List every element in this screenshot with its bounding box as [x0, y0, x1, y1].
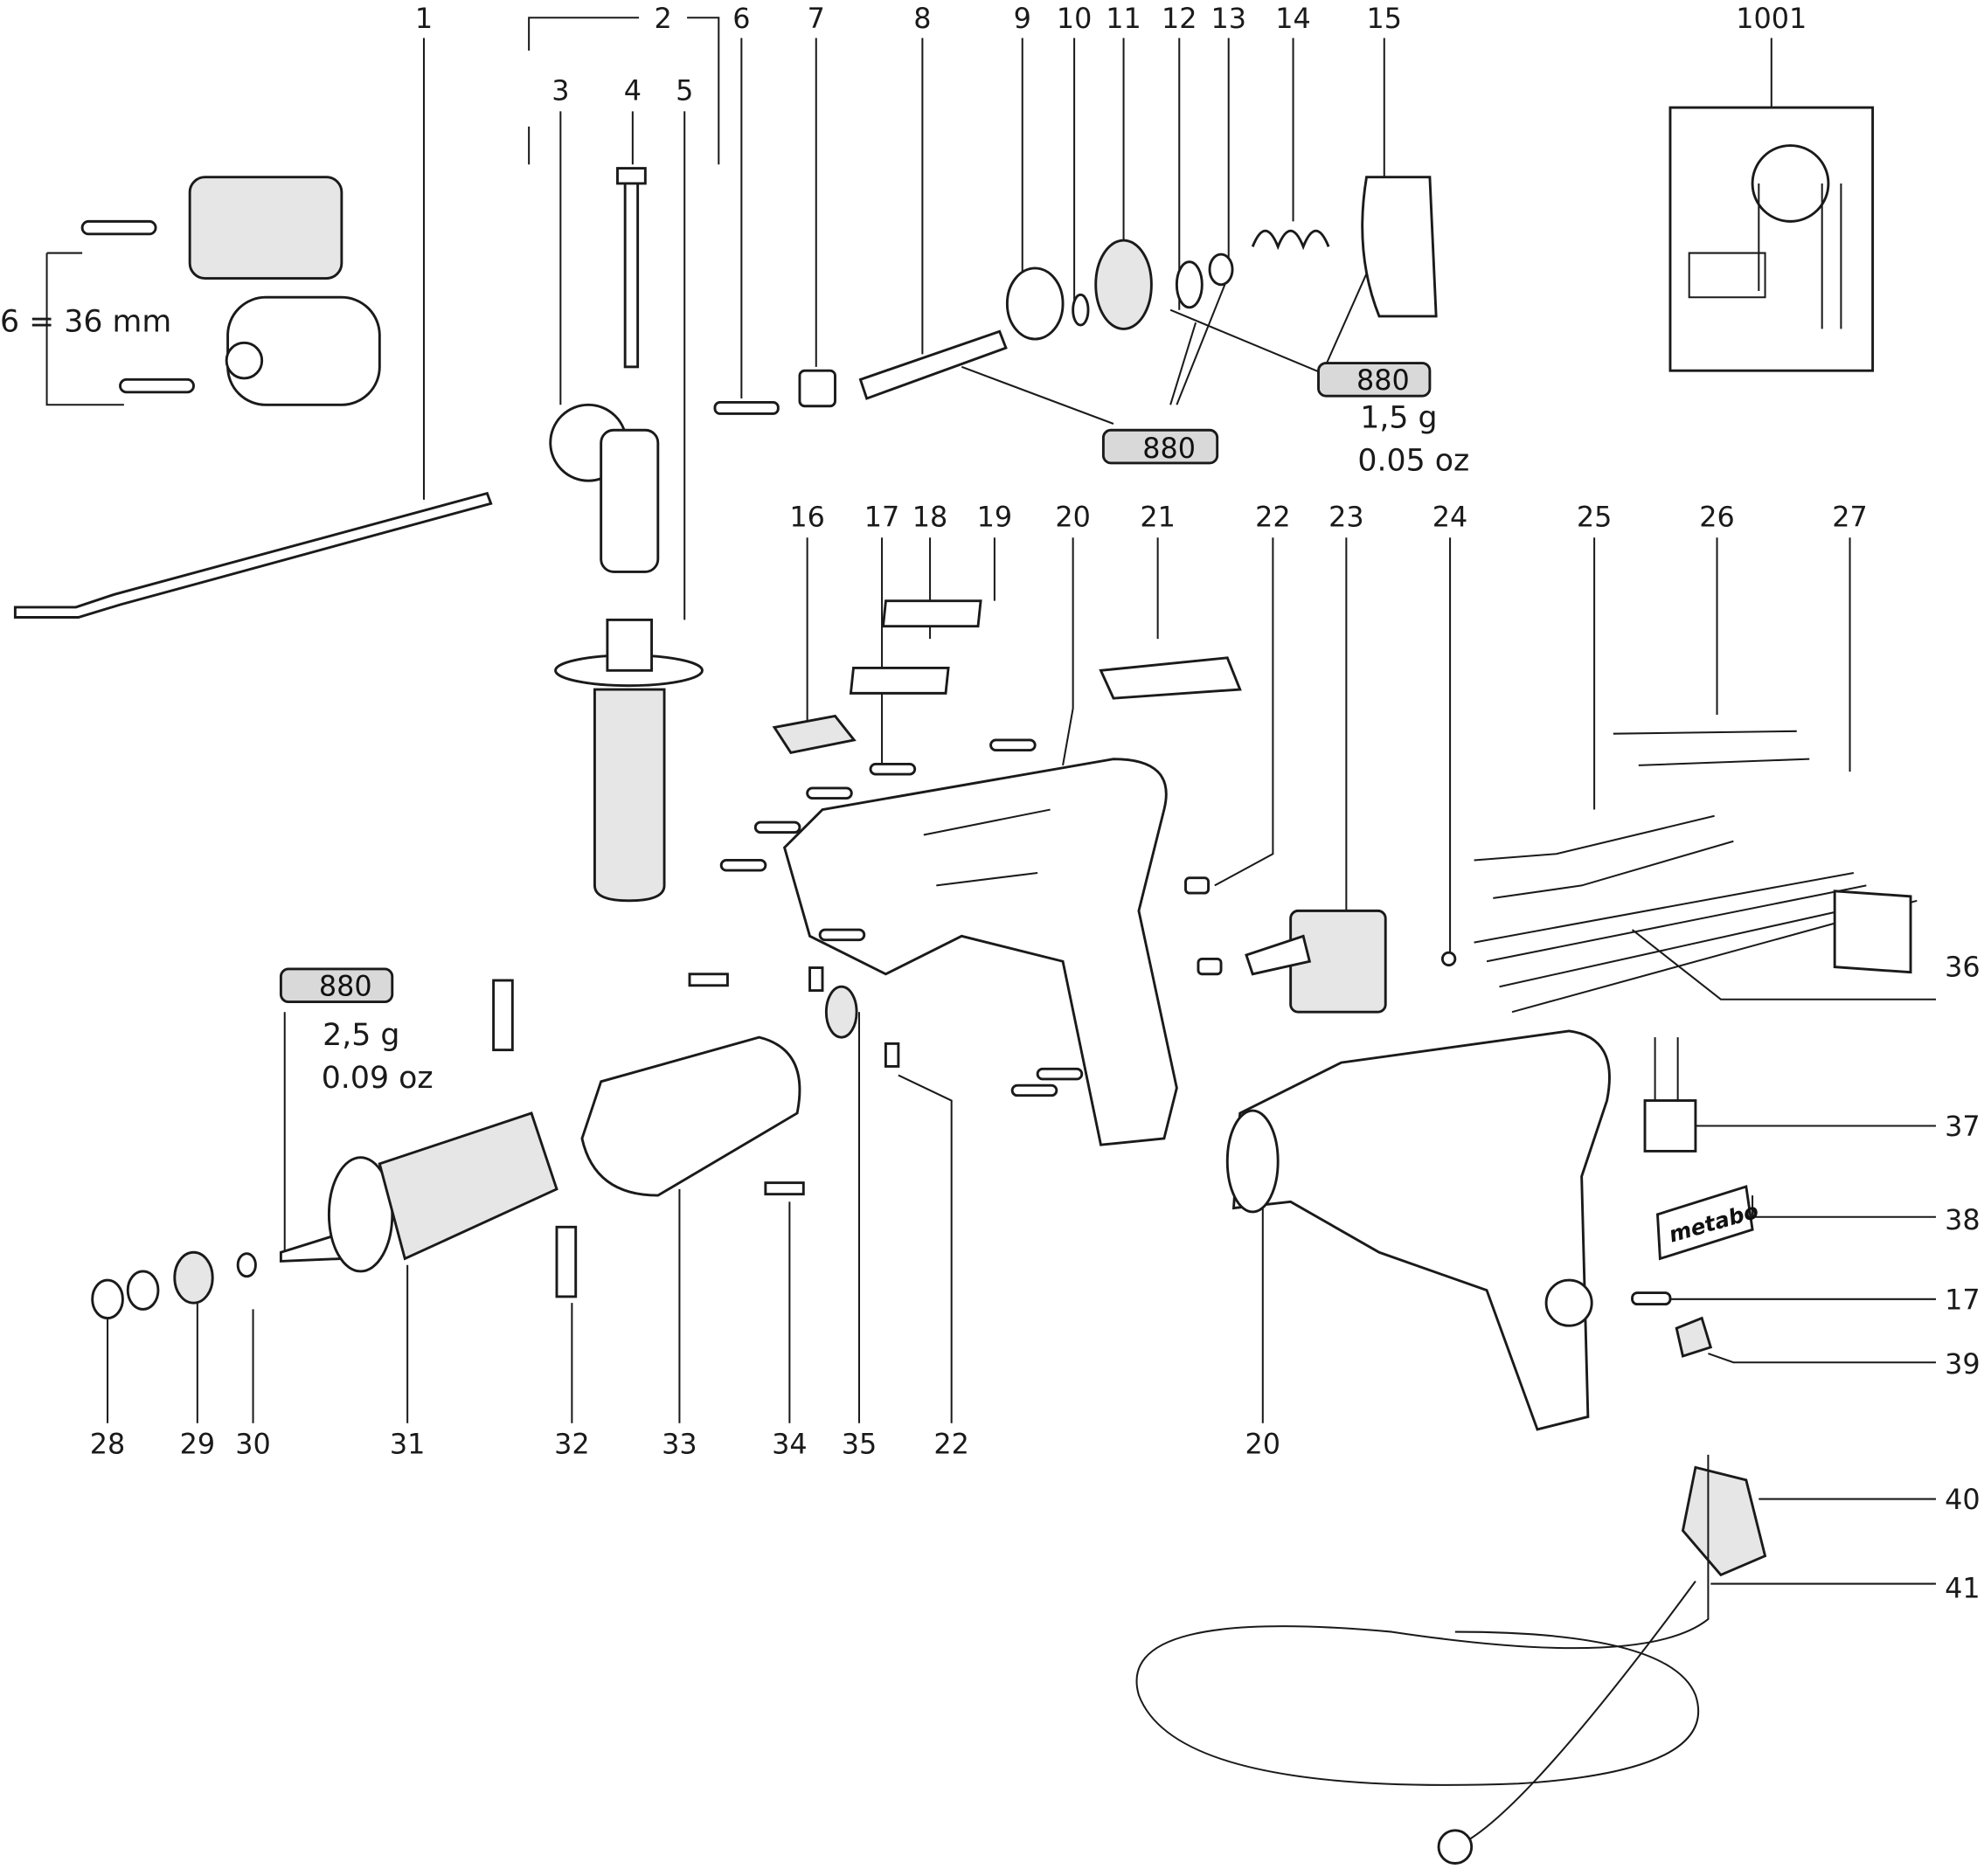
- part-label-2: 2: [654, 2, 671, 35]
- part-label-15: 15: [1367, 2, 1403, 35]
- part-label-3: 3: [551, 73, 569, 107]
- part-label-35: 35: [842, 1427, 878, 1460]
- grease-amount-2-oz: 0.05 oz: [1357, 444, 1469, 479]
- grease-code-3: 880: [319, 969, 372, 1002]
- part-37-suppressor: [1643, 1037, 1697, 1153]
- grease-amount-3-g: 2,5 g: [323, 1018, 399, 1053]
- screws: [719, 738, 1223, 1097]
- part-38-logo-plate: metabo: [1655, 1185, 1761, 1261]
- part-3-clamp: [549, 403, 660, 573]
- part-label-14: 14: [1275, 2, 1311, 35]
- part-18-19-labels: [849, 599, 982, 695]
- part-1-rod: [13, 491, 493, 619]
- part-5-side-handle: [554, 618, 704, 903]
- part-label-19: 19: [977, 500, 1013, 533]
- part-2-chucks: [80, 176, 381, 406]
- part-21-label: [1099, 656, 1242, 700]
- part-label-37: 37: [1945, 1110, 1981, 1143]
- part-label-27: 27: [1832, 500, 1868, 533]
- part-label-6: 6: [732, 2, 750, 35]
- part-label-28: 28: [90, 1427, 126, 1460]
- grease-amount-3-oz: 0.09 oz: [322, 1061, 434, 1096]
- part-label-26: 26: [1699, 500, 1735, 533]
- part-label-41: 41: [1945, 1571, 1981, 1604]
- part-label-39: 39: [1945, 1347, 1981, 1381]
- part-20-housing-half: [782, 758, 1178, 1146]
- part-label-22: 22: [1255, 500, 1291, 533]
- part-label-5: 5: [676, 73, 693, 107]
- part-label-24: 24: [1433, 500, 1468, 533]
- part-label-20: 20: [1055, 500, 1091, 533]
- part-40-41-cable: [1135, 1454, 1767, 1865]
- part-label-9: 9: [1014, 2, 1031, 35]
- part-6-to-14-gear-assembly: [713, 176, 1438, 415]
- part-label-23: 23: [1328, 500, 1364, 533]
- part-label-10: 10: [1057, 2, 1093, 35]
- part-23-switch: [1245, 909, 1457, 1014]
- part-25-26-27-36-cables: [1474, 730, 1918, 1014]
- part-39-cable-clamp: [1631, 1291, 1713, 1358]
- part-label-40: 40: [1945, 1483, 1981, 1516]
- part-16-switch-button: [772, 714, 857, 755]
- part-label-7: 7: [808, 2, 825, 35]
- part-label-17: 17: [864, 500, 900, 533]
- part-label-16: 16: [789, 500, 825, 533]
- part-label-1: 1: [415, 2, 433, 35]
- part-label-13: 13: [1211, 2, 1246, 35]
- part-label-32: 32: [554, 1427, 590, 1460]
- part-label-21: 21: [1140, 500, 1176, 533]
- part-label-17: 17: [1945, 1283, 1981, 1316]
- motor-parts: [91, 966, 900, 1319]
- part-label-20: 20: [1245, 1427, 1281, 1460]
- part-label-25: 25: [1577, 500, 1613, 533]
- grease-tubes: [279, 362, 1432, 1004]
- part-4-depth-stop: [616, 167, 647, 369]
- grease-amount-2-g: 1,5 g: [1360, 400, 1437, 435]
- part-label-1001: 1001: [1736, 2, 1807, 35]
- part-label-33: 33: [662, 1427, 697, 1460]
- part-label-22: 22: [933, 1427, 969, 1460]
- part-label-34: 34: [772, 1427, 808, 1460]
- screw-length-note: 6 = 36 mm: [0, 304, 171, 339]
- assembled-drill-20: [1225, 1029, 1611, 1431]
- part-label-18: 18: [912, 500, 948, 533]
- grease-code-1: 880: [1142, 432, 1196, 465]
- part-label-30: 30: [235, 1427, 271, 1460]
- part-label-8: 8: [913, 2, 931, 35]
- part-label-11: 11: [1106, 2, 1141, 35]
- grease-code-2: 880: [1356, 363, 1410, 397]
- wiring-diagram-1001: [1668, 106, 1875, 372]
- part-label-4: 4: [624, 73, 642, 107]
- part-label-12: 12: [1162, 2, 1197, 35]
- part-label-31: 31: [390, 1427, 426, 1460]
- part-label-36: 36: [1945, 951, 1981, 984]
- part-label-38: 38: [1945, 1203, 1981, 1236]
- part-label-29: 29: [180, 1427, 216, 1460]
